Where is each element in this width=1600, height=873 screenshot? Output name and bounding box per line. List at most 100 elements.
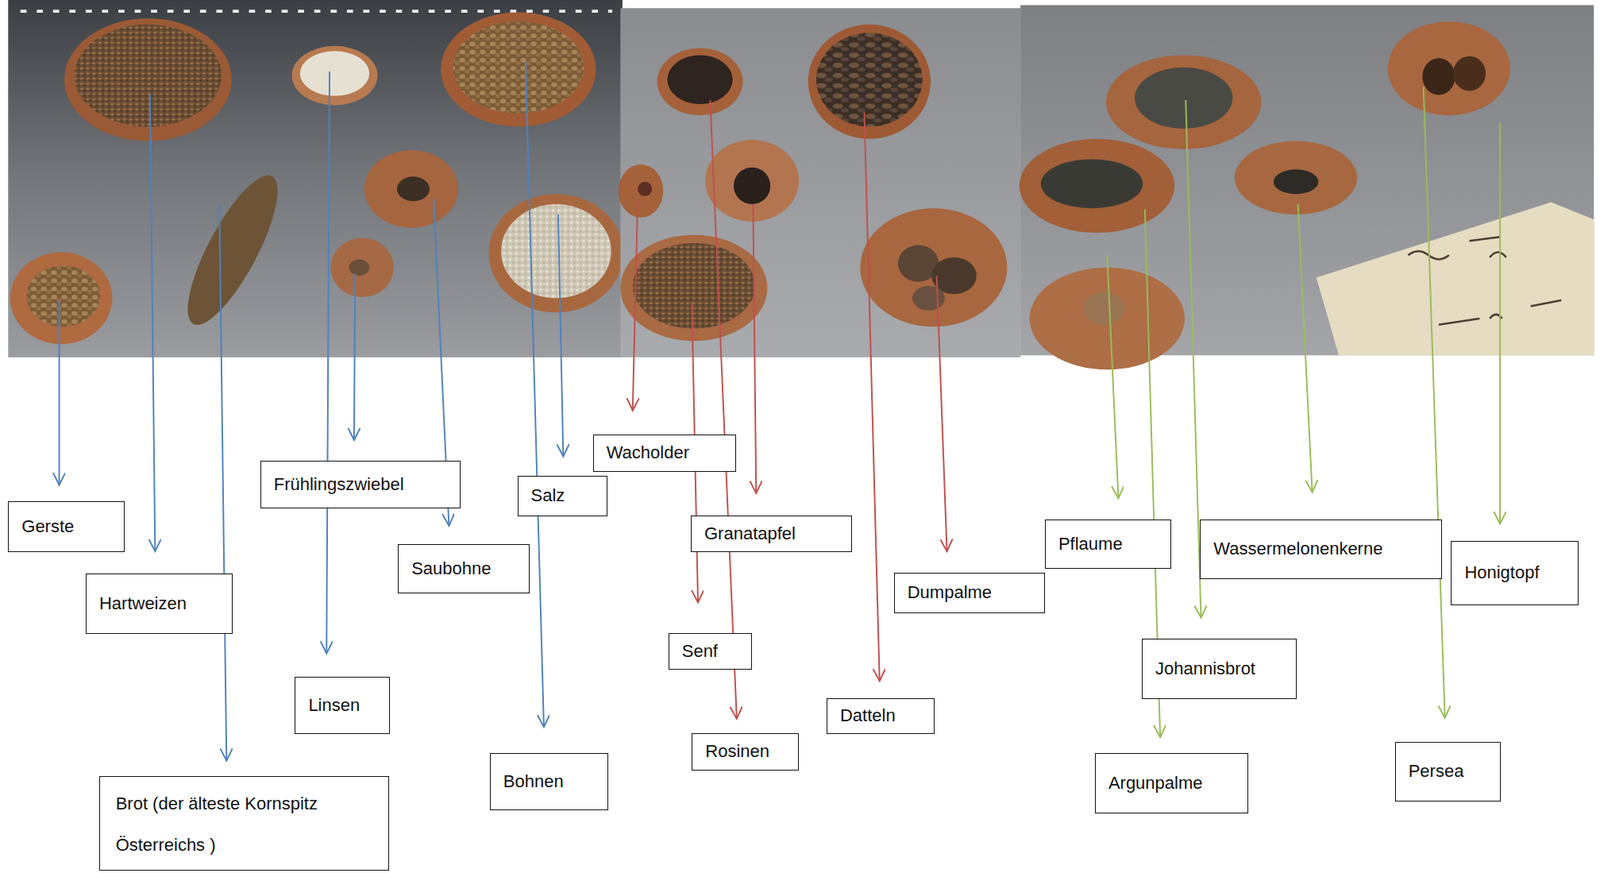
pomegranate [733,167,771,205]
white-beans [300,50,370,97]
label-box: Linsen [294,676,390,734]
bowl [1234,140,1358,215]
leader-arrow [150,93,155,552]
salt [501,204,612,298]
label-box: Salz [517,475,608,517]
leader-arrow [1106,254,1119,498]
label-text: Gerste [21,516,111,537]
label-text: Salz [531,485,594,506]
label-box: Frühlingszwiebel [260,460,461,509]
carob-pods [1134,67,1233,129]
leader-arrow [1423,86,1446,718]
bowl [1019,138,1175,233]
label-box: Rosinen [691,732,799,772]
persea-fruit [1422,57,1455,95]
bowl [859,208,1007,327]
label-text: Hartweizen [99,593,220,614]
label-box: Honigtopf [1450,540,1579,606]
bowl [657,47,744,116]
leader-arrow [1298,204,1313,492]
bread-loaf [171,164,294,336]
label-text: Bohnen [503,771,595,792]
leader-arrow [632,199,638,411]
bowl [1106,54,1261,149]
bowl [808,24,931,139]
label-box: Saubohne [397,543,530,594]
barley-grain [74,24,222,128]
label-box: Datteln [826,697,935,734]
bowl [1387,21,1511,116]
plum [1083,292,1125,325]
bowl [489,193,625,313]
bowl [705,139,799,222]
label-text: Johannisbrot [1155,658,1284,679]
broad-beans [397,176,430,201]
label-text: Rosinen [705,740,786,762]
doum-fruit [912,285,945,311]
bowl [64,18,232,141]
leader-arrow [1499,122,1501,524]
label-text: Wacholder [606,442,723,463]
label-box: Wassermelonenkerne [1199,519,1442,579]
photo-panel [7,0,624,358]
leader-arrow [354,273,355,440]
label-text: Dumpalme [907,582,1032,603]
led-strip [20,9,613,13]
label-box: Johannisbrot [1141,638,1297,699]
bowl [364,150,459,228]
label-text: Linsen [308,694,377,716]
label-text: Persea [1408,760,1489,782]
label-text: Datteln [840,705,922,726]
label-text: Frühlingszwiebel [273,474,448,495]
label-text: Granatapfel [704,523,839,544]
bowl [292,46,378,106]
watermelon-seeds [1273,169,1319,194]
leader-arrow [1185,100,1201,618]
bowl [618,164,664,218]
beans [453,21,584,114]
leader-arrow [709,100,737,719]
label-box: Senf [668,632,752,670]
bowl [1029,267,1185,371]
label-text: Senf [682,640,739,662]
label-text: Saubohne [411,558,517,579]
bowl [10,251,113,344]
label-text: Argunpalme [1108,772,1235,794]
bowl [330,237,394,297]
label-box: Granatapfel [690,515,853,552]
leader-arrow [326,71,330,654]
label-text: Wassermelonenkerne [1213,538,1429,560]
photo-ground [620,7,1021,358]
raisins [666,54,733,105]
photo-ground [1020,4,1594,355]
persea-fruit [1453,56,1486,92]
dates [816,32,923,127]
leader-arrow [863,111,880,681]
leader-arrow [752,204,756,494]
leader-arrow [525,61,544,727]
label-text: Pflaume [1058,533,1158,555]
leader-arrows [59,61,1501,760]
leader-arrow [558,214,563,457]
bowl [440,11,596,127]
juniper-berry [637,181,652,197]
label-box: Gerste [7,501,124,552]
leader-arrow [58,300,61,485]
label-box: Dumpalme [894,572,1045,614]
label-box: Argunpalme [1094,752,1249,814]
label-box: Hartweizen [85,573,233,634]
label-text: Honigtopf [1464,562,1566,583]
label-text: Brot (der älteste Kornspitz Österreichs … [115,782,376,866]
photo-panel [1019,4,1594,370]
label-box: Bohnen [489,752,609,810]
label-box: Persea [1395,741,1502,802]
wheat-grain [26,265,101,327]
papyrus-fragment [1316,202,1595,356]
palm-fruit [1040,159,1144,209]
label-box: Wacholder [593,434,737,471]
bowl [620,235,768,342]
leader-arrow [936,275,948,552]
